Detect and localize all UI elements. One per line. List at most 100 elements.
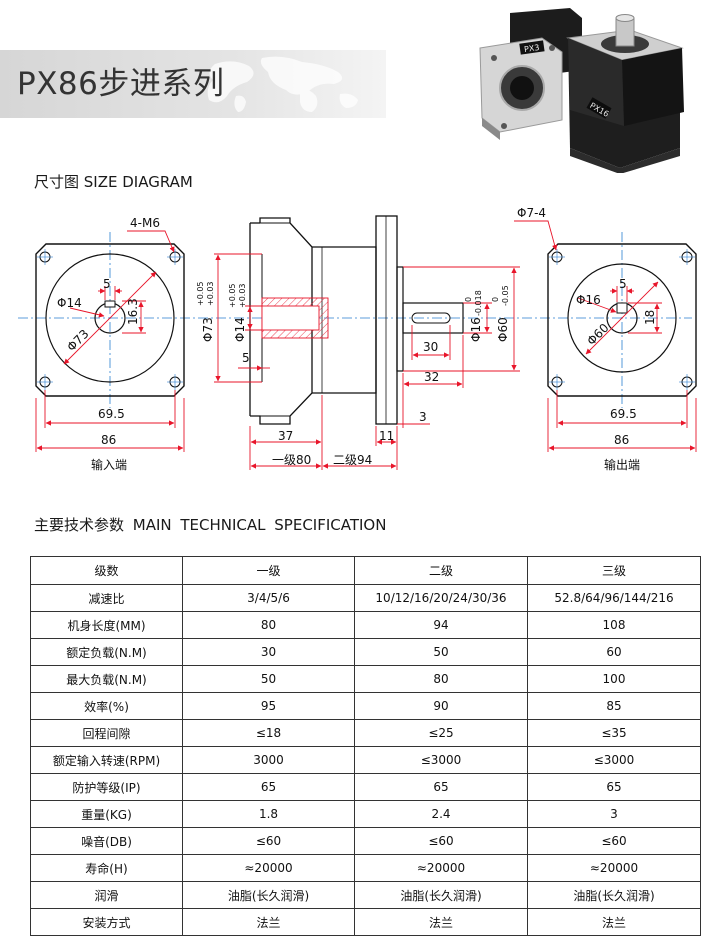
table-cell: 油脂(长久润滑) [527, 881, 701, 909]
gearbox-product-photo: PX3 PX16 [479, 8, 684, 173]
output-key-height: 18 [643, 310, 657, 325]
table-cell: 二级 [354, 556, 528, 585]
table-cell: 95 [182, 692, 355, 720]
side-bore-dia: Φ14 [233, 317, 247, 342]
input-hole-label: 4-M6 [130, 216, 160, 230]
table-cell: ≤60 [527, 827, 701, 855]
row-label-cell: 噪音(DB) [30, 827, 183, 855]
table-cell: 法兰 [527, 908, 701, 936]
table-cell: 60 [527, 638, 701, 666]
side-pilot-tol-lower: +0.03 [206, 281, 215, 306]
output-hole-label: Φ7-4 [517, 206, 546, 220]
table-cell: ≈20000 [527, 854, 701, 882]
world-map-watermark [207, 56, 358, 112]
row-label-cell: 最大负载(N.M) [30, 665, 183, 693]
table-cell: 3000 [182, 746, 355, 774]
side-view: Φ73 +0.05 +0.03 Φ14 +0.05 +0.03 5 37 一级8… [196, 215, 520, 470]
table-cell: ≈20000 [354, 854, 528, 882]
table-cell: 65 [527, 773, 701, 801]
table-cell: 法兰 [354, 908, 528, 936]
table-cell: ≤3000 [354, 746, 528, 774]
output-shaft-dia: Φ16 [576, 293, 601, 307]
size-diagram: 4-M6 5 Φ14 16.3 Φ73 69.5 86 输入端 [18, 206, 697, 472]
side-key-length: 30 [423, 340, 438, 354]
table-cell: 50 [182, 665, 355, 693]
side-flange-thickness: 11 [379, 429, 394, 443]
table-cell: 一级 [182, 556, 355, 585]
side-spigot-dia: Φ60 [496, 317, 510, 342]
side-key-width: 5 [242, 351, 250, 365]
input-bolt-pitch: 69.5 [98, 407, 125, 421]
row-label-cell: 级数 [30, 556, 183, 585]
row-label-cell: 安装方式 [30, 908, 183, 936]
table-cell: 3 [527, 800, 701, 828]
table-cell: 52.8/64/96/144/216 [527, 584, 701, 612]
side-shaft-tol-lower: -0.018 [474, 290, 483, 316]
page-title: PX86步进系列 [17, 66, 225, 102]
table-cell: ≤35 [527, 719, 701, 747]
table-cell: ≤60 [182, 827, 355, 855]
output-key-width: 5 [619, 277, 627, 291]
table-cell: ≤18 [182, 719, 355, 747]
table-cell: 三级 [527, 556, 701, 585]
side-spigot-length: 3 [419, 410, 427, 424]
side-shaft-tol-upper: 0 [464, 297, 473, 302]
table-cell: 80 [182, 611, 355, 639]
table-cell: 50 [354, 638, 528, 666]
input-key-width: 5 [103, 277, 111, 291]
input-flange-size: 86 [101, 433, 116, 447]
table-cell: 30 [182, 638, 355, 666]
side-pilot-tol-upper: +0.05 [196, 281, 205, 306]
table-cell: 65 [182, 773, 355, 801]
output-flange-size: 86 [614, 433, 629, 447]
row-label-cell: 重量(KG) [30, 800, 183, 828]
side-input-length: 37 [278, 429, 293, 443]
table-cell: 108 [527, 611, 701, 639]
spec-heading: 主要技术参数 MAIN TECHNICAL SPECIFICATION [34, 516, 387, 534]
table-cell: ≤25 [354, 719, 528, 747]
row-label-cell: 额定负载(N.M) [30, 638, 183, 666]
input-pilot-dia: Φ73 [64, 327, 91, 354]
table-cell: 法兰 [182, 908, 355, 936]
side-pilot-dia: Φ73 [201, 317, 215, 342]
input-bore-section [261, 297, 329, 339]
table-cell: 油脂(长久润滑) [354, 881, 528, 909]
side-stage2-length: 二级94 [333, 453, 372, 467]
input-end-view: 4-M6 5 Φ14 16.3 Φ73 69.5 86 输入端 [35, 216, 185, 472]
table-cell: ≈20000 [182, 854, 355, 882]
row-label-cell: 防护等级(IP) [30, 773, 183, 801]
gearbox-right: PX16 [566, 14, 684, 173]
row-label-cell: 效率(%) [30, 692, 183, 720]
side-shaft-dia: Φ16 [469, 317, 483, 342]
table-cell: 90 [354, 692, 528, 720]
gearbox-left: PX3 [479, 8, 582, 140]
table-cell: 85 [527, 692, 701, 720]
side-spigot-tol-lower: -0.05 [501, 285, 510, 306]
table-row: 安装方式法兰法兰法兰 [30, 908, 701, 936]
input-end-caption: 输入端 [91, 457, 127, 472]
side-bore-tol-lower: +0.03 [238, 283, 247, 308]
table-row: 回程间隙≤18≤25≤35 [30, 719, 701, 747]
input-key-depth: 16.3 [126, 298, 140, 325]
table-cell: 10/12/16/20/24/30/36 [354, 584, 528, 612]
table-header-row: 级数一级二级三级 [30, 556, 701, 585]
row-label-cell: 额定输入转速(RPM) [30, 746, 183, 774]
table-cell: 94 [354, 611, 528, 639]
output-spigot-dia: Φ60 [584, 321, 611, 348]
side-bore-tol-upper: +0.05 [228, 283, 237, 308]
output-bolt-pitch: 69.5 [610, 407, 637, 421]
table-row: 润滑油脂(长久润滑)油脂(长久润滑)油脂(长久润滑) [30, 881, 701, 909]
side-spigot-tol-upper: 0 [491, 297, 500, 302]
row-label-cell: 寿命(H) [30, 854, 183, 882]
table-cell: 2.4 [354, 800, 528, 828]
row-label-cell: 机身长度(MM) [30, 611, 183, 639]
input-bore-dia: Φ14 [57, 296, 82, 310]
row-label-cell: 回程间隙 [30, 719, 183, 747]
header-banner [0, 50, 386, 118]
